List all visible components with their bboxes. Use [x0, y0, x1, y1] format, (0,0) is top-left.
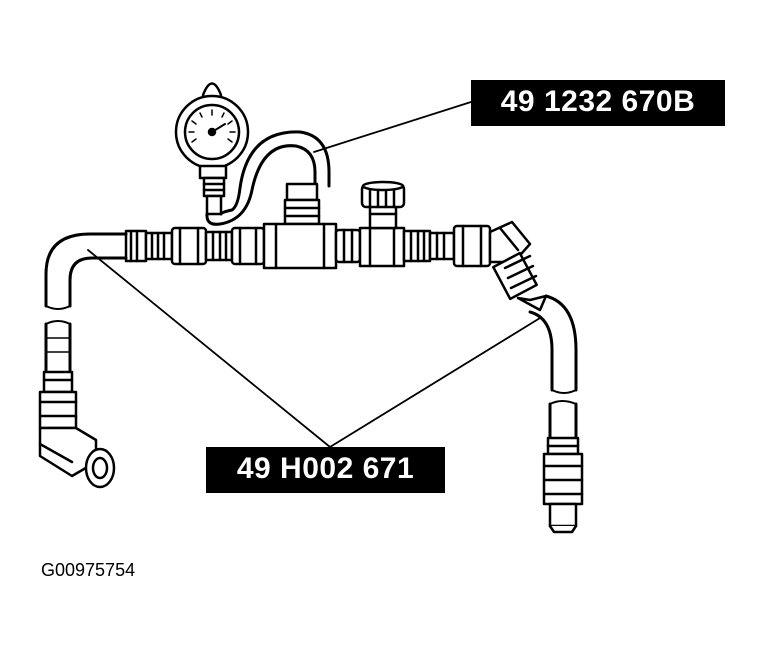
gauge-hose: [205, 130, 331, 226]
pressure-gauge: [174, 82, 250, 216]
figure-id: G00975754: [41, 560, 136, 580]
manifold-body: [124, 180, 532, 270]
part-number-callout-hoses: 49 H002 671: [206, 447, 445, 493]
part-number-callout-gauge: 49 1232 670B: [471, 80, 725, 126]
right-hose: [492, 251, 584, 534]
left-hose: [38, 232, 128, 489]
leader-lines: [87, 101, 541, 448]
